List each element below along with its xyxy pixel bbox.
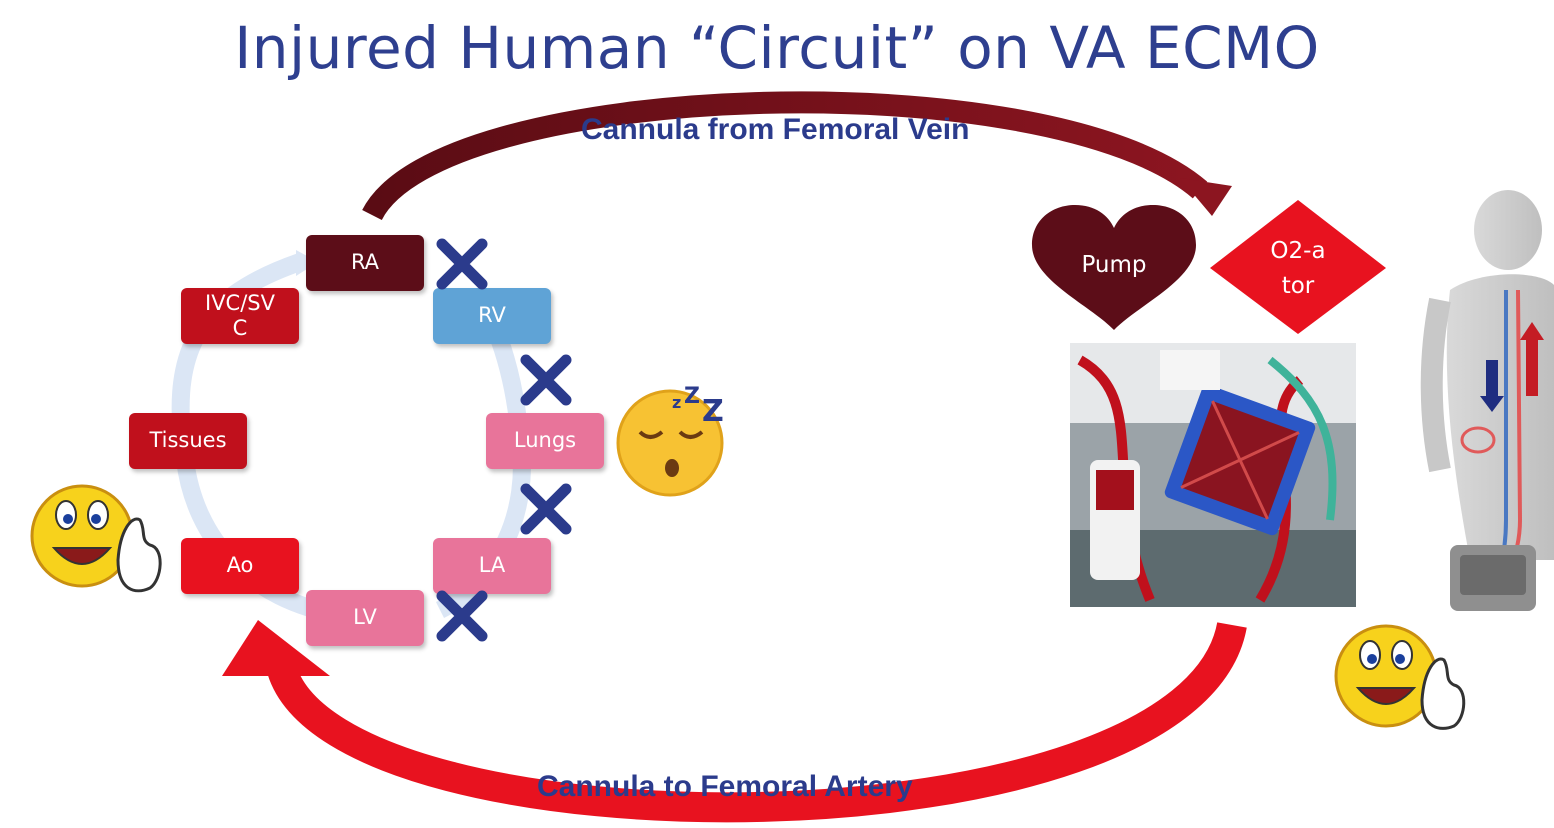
thumbs-up-smiley-icon [32,486,160,591]
oxygenator-label-line1: O2-a [1258,234,1338,269]
x-mark-icon [442,596,482,636]
svg-text:Z: Z [702,394,724,429]
pump-label: Pump [1070,248,1158,283]
oxygenator-label: O2-a tor [1258,234,1338,303]
x-mark-icon [526,489,566,529]
sleeping-face-icon: z Z Z [618,384,724,495]
x-mark-icon [442,244,482,284]
oxygenator-label-line2: tor [1258,269,1338,304]
thumbs-up-smiley-icon [1336,626,1464,728]
svg-text:z: z [672,393,681,412]
x-mark-icon [526,360,566,400]
svg-text:Z: Z [684,384,700,409]
